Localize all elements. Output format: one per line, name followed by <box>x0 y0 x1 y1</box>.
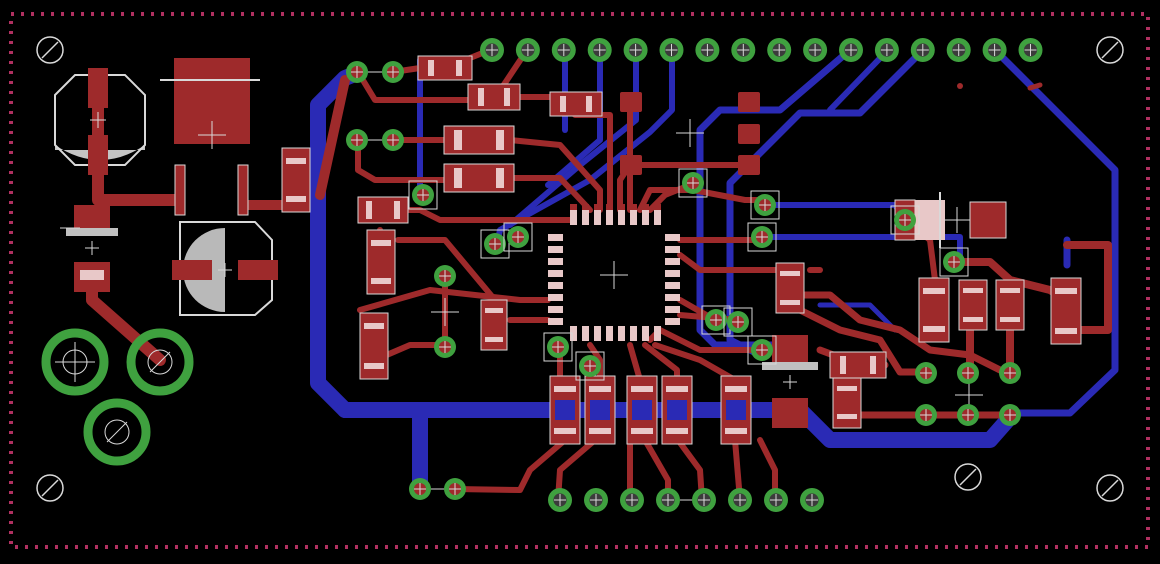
header-top-pin <box>946 38 971 62</box>
header-bottom-pin <box>692 488 716 512</box>
via <box>747 222 777 252</box>
via <box>346 61 368 83</box>
header-bottom-pin <box>764 488 788 512</box>
header-bottom-pin <box>800 488 824 512</box>
header-bottom-pin <box>548 488 572 512</box>
via <box>575 351 605 381</box>
header-top-pin <box>803 38 828 62</box>
top-trace-l4 <box>355 139 473 183</box>
mounting-hole-icon <box>1096 474 1124 502</box>
bottom-trace-header-1 <box>696 46 854 349</box>
top-trace-l13 <box>357 287 551 313</box>
header-top-pin <box>551 38 576 62</box>
via <box>382 129 404 151</box>
via <box>750 190 780 220</box>
top-trace-l10 <box>395 237 498 303</box>
top-trace-l6 <box>507 137 603 213</box>
header-top-pins <box>480 38 1043 62</box>
header-bottom-pin <box>620 488 644 512</box>
silkscreen-marks <box>60 71 983 501</box>
mcu-pin-stubs <box>570 204 661 210</box>
top-trace-l7 <box>507 175 593 213</box>
via <box>701 305 731 335</box>
bottom-trace-right-loop <box>991 46 1119 417</box>
top-trace-reg-4 <box>315 75 350 200</box>
via <box>999 404 1021 426</box>
header-bottom-pin <box>584 488 608 512</box>
via <box>999 362 1021 384</box>
vias <box>346 61 1021 500</box>
power-hole-2 <box>126 328 194 396</box>
mounting-hole-icon <box>1096 36 1124 64</box>
electrolytic-cap-1 <box>54 68 146 175</box>
top-components <box>54 55 1082 445</box>
header-top-pin <box>874 38 899 62</box>
sot-transistor <box>762 335 818 428</box>
power-connector-marks <box>55 342 173 445</box>
top-trace-misc-2 <box>1027 82 1043 91</box>
via <box>723 307 753 337</box>
top-trace-right-5 <box>1063 241 1112 334</box>
header-top-pin <box>587 38 612 62</box>
mounting-holes <box>36 36 1124 502</box>
header-bottom-pins <box>548 488 824 512</box>
smd-bottom-centers <box>555 400 746 420</box>
via <box>915 404 937 426</box>
via <box>939 247 969 277</box>
via <box>434 265 456 287</box>
mounting-hole-icon <box>36 474 64 502</box>
mounting-hole-icon <box>36 36 64 64</box>
mounting-hole-icon <box>954 463 982 491</box>
top-trace-r-bus-1 <box>786 291 1017 376</box>
header-top-pin <box>910 38 935 62</box>
header-top-pin <box>659 38 684 62</box>
via <box>346 129 368 151</box>
via <box>543 332 573 362</box>
header-top-pin <box>515 38 540 62</box>
electrolytic-cap-2 <box>172 221 278 316</box>
header-top-pin <box>695 38 720 62</box>
via <box>503 222 533 252</box>
square-pads <box>620 92 760 175</box>
mcu-tqfp <box>548 210 680 341</box>
via <box>915 362 937 384</box>
via <box>957 362 979 384</box>
small-drill-mark <box>957 83 963 89</box>
top-trace-mcu-r2 <box>677 252 793 273</box>
top-trace-r-bus-2 <box>796 306 929 376</box>
via <box>382 61 404 83</box>
via <box>747 335 777 365</box>
via <box>434 336 456 358</box>
power-hole-1 <box>41 328 109 396</box>
via <box>480 229 510 259</box>
bottom-trace-h3 <box>545 47 603 188</box>
via <box>444 478 466 500</box>
power-connector-holes <box>41 328 194 466</box>
top-trace-l8 <box>397 207 573 223</box>
bottom-trace-h5 <box>494 47 675 247</box>
regulator-sot <box>66 205 118 292</box>
bottom-trace-header-2 <box>827 47 891 113</box>
via <box>957 404 979 426</box>
header-bottom-pin <box>728 488 752 512</box>
header-bottom-pin <box>656 488 680 512</box>
via <box>890 205 920 235</box>
header-top-pin <box>767 38 792 62</box>
header-top-pin <box>731 38 756 62</box>
header-top-pin <box>839 38 863 62</box>
via <box>409 478 431 500</box>
via <box>678 168 708 198</box>
header-top-pin <box>623 38 648 62</box>
top-trace-bh1 <box>452 437 568 493</box>
header-top-pin <box>982 38 1007 62</box>
header-top-pin <box>1018 38 1043 62</box>
power-hole-3 <box>83 398 151 466</box>
header-top-pin <box>480 38 504 62</box>
via <box>408 180 438 210</box>
